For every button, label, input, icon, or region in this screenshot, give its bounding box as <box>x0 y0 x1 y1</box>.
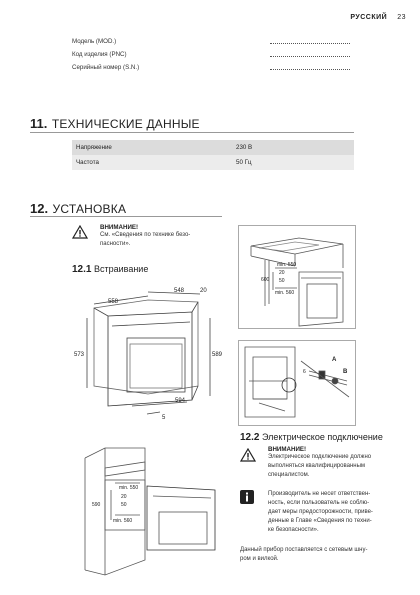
registration-label: Код изделия (PNC) <box>72 51 127 58</box>
tech-data-table: Напряжение 230 В Частота 50 Гц <box>72 140 354 170</box>
table-cell-value: 50 Гц <box>230 155 354 170</box>
dim-600: 600 <box>261 277 270 283</box>
section-11-heading: 11. ТЕХНИЧЕСКИЕ ДАННЫЕ <box>30 115 200 133</box>
table-cell-label: Частота <box>72 155 230 170</box>
section-divider <box>30 216 222 217</box>
table-row: Частота 50 Гц <box>72 155 354 170</box>
dim-min-550: min. 550 <box>277 262 296 268</box>
subsection-12-1: 12.1 Встраивание <box>72 264 148 275</box>
section-number: 11. <box>30 116 48 131</box>
cable-text: Данный прибор поставляется с сетевым шну… <box>240 547 368 553</box>
fixing-screws-diagram: A B 6 <box>244 346 350 418</box>
dim-594: 594 <box>175 398 186 404</box>
dim-6: 6 <box>303 369 306 375</box>
dim-20: 20 <box>200 288 207 294</box>
info-text: ность, если пользователь не соблю- <box>268 500 370 506</box>
info-block: Производитель не несет ответствен- ность… <box>268 490 408 535</box>
electrical-warning-block: ВНИМАНИЕ! Электрическое подключение долж… <box>268 446 408 480</box>
info-text: Производитель не несет ответствен- <box>268 491 371 497</box>
warning-text: См. «Сведения по технике безо- <box>100 232 191 238</box>
dim-50: 50 <box>121 502 127 508</box>
page-header: РУССКИЙ 23 <box>350 14 406 21</box>
subsection-12-2: 12.2 Электрическое подключение <box>240 432 383 443</box>
subsection-title: Электрическое подключение <box>261 432 383 442</box>
section-number: 12. <box>30 201 49 216</box>
registration-label: Серийный номер (S.N.) <box>72 64 140 71</box>
cable-note: Данный прибор поставляется с сетевым шну… <box>240 546 400 564</box>
dim-20: 20 <box>279 270 285 276</box>
registration-label: Модель (MOD.) <box>72 38 117 45</box>
warning-icon <box>240 448 256 462</box>
warning-title: ВНИМАНИЕ! <box>268 446 307 453</box>
column-installation-diagram: min. 550 20 590 50 min. 560 <box>84 447 216 576</box>
section-12-heading: 12. УСТАНОВКА <box>30 200 126 218</box>
dim-548: 548 <box>174 288 185 294</box>
subsection-number: 12.2 <box>240 432 260 443</box>
info-text: денные в Главе «Сведения по техни- <box>268 518 372 524</box>
warning-text: пасности». <box>100 241 131 247</box>
warning-text: специалистом. <box>268 472 310 478</box>
page-number: 23 <box>397 14 406 21</box>
label-b: B <box>343 369 348 375</box>
info-text: ке безопасности». <box>268 527 319 533</box>
dim-min-550: min. 550 <box>119 485 138 491</box>
fill-line <box>270 69 350 70</box>
dim-20: 20 <box>121 494 127 500</box>
language-label: РУССКИЙ <box>350 14 388 21</box>
warning-icon <box>72 225 88 239</box>
under-hob-diagram-frame: min. 550 20 600 50 min. 560 <box>238 225 356 329</box>
table-cell-label: Напряжение <box>72 140 230 155</box>
dim-589: 589 <box>212 352 223 358</box>
dim-min-560: min. 560 <box>113 518 132 524</box>
cable-text: ром и вилкой. <box>240 556 279 562</box>
built-in-dimensions-diagram: 558 548 20 573 589 594 5 <box>74 288 223 421</box>
section-title: ТЕХНИЧЕСКИЕ ДАННЫЕ <box>51 117 200 131</box>
fixing-screws-diagram-frame: A B 6 <box>238 340 356 426</box>
dim-min-560: min. 560 <box>275 290 294 296</box>
warning-title: ВНИМАНИЕ! <box>100 224 139 231</box>
dim-590: 590 <box>92 502 101 508</box>
section-divider <box>30 132 354 133</box>
dim-5: 5 <box>162 415 166 421</box>
under-hob-diagram: min. 550 20 600 50 min. 560 <box>250 237 344 327</box>
dim-558: 558 <box>108 299 119 305</box>
info-text: дает меры предосторожности, приве- <box>268 509 373 515</box>
registration-serial: Серийный номер (S.N.) <box>72 64 372 71</box>
registration-pnc: Код изделия (PNC) <box>72 51 372 58</box>
label-a: A <box>332 357 337 363</box>
section-title: УСТАНОВКА <box>52 202 127 216</box>
registration-model: Модель (MOD.) <box>72 38 372 45</box>
subsection-number: 12.1 <box>72 264 92 275</box>
dim-50: 50 <box>279 278 285 284</box>
dim-573: 573 <box>74 352 85 358</box>
table-cell-value: 230 В <box>230 140 354 155</box>
warning-text: Электрическое подключение должно <box>268 454 372 460</box>
info-icon <box>240 490 254 504</box>
warning-text: выполняться квалифицированным <box>268 463 366 469</box>
fill-line <box>270 56 350 57</box>
table-row: Напряжение 230 В <box>72 140 354 155</box>
warning-block: ВНИМАНИЕ! См. «Сведения по технике безо-… <box>100 224 220 249</box>
fill-line <box>270 43 350 44</box>
subsection-title: Встраивание <box>93 264 149 274</box>
